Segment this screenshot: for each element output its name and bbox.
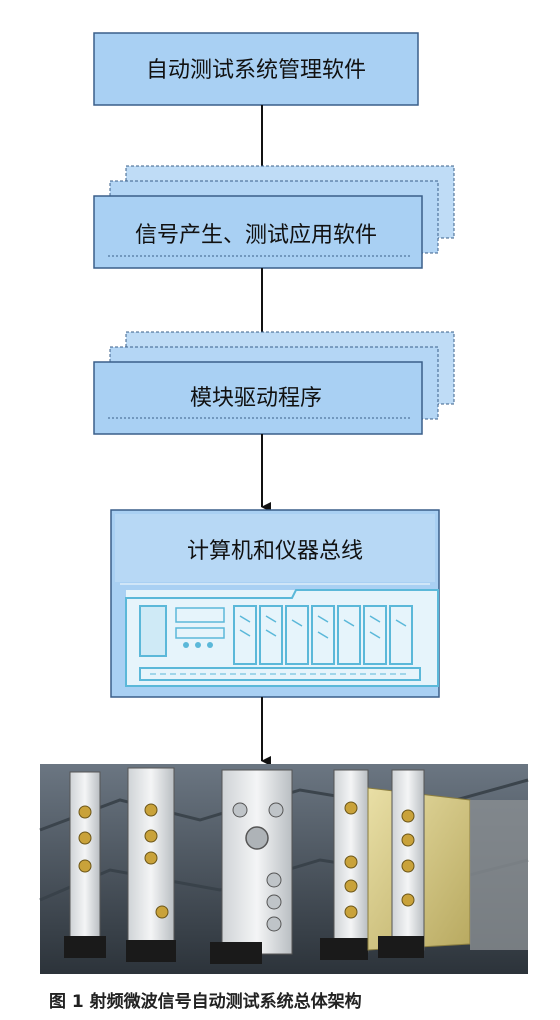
module-driver-box: 模块驱动程序 (93, 331, 455, 435)
application-software-box: 信号产生、测试应用软件 (93, 165, 455, 269)
pxi-module-5 (378, 769, 425, 958)
pxi-module-4 (320, 769, 369, 960)
pxi-module-3 (210, 769, 293, 964)
pxi-module-1 (64, 771, 106, 958)
bus-label: 计算机和仪器总线 (187, 539, 363, 564)
driver-stack-layer-front (93, 361, 423, 435)
management-software-box: 自动测试系统管理软件 (93, 32, 419, 106)
pxi-module-2 (126, 767, 176, 962)
chassis-illustration (125, 589, 439, 687)
pxi-modules-photo (39, 764, 529, 974)
figure-caption: 图 1 射频微波信号自动测试系统总体架构 (49, 991, 362, 1012)
application-software-label: 信号产生、测试应用软件 (135, 223, 377, 248)
bus-box: 计算机和仪器总线 (110, 509, 440, 698)
module-driver-label: 模块驱动程序 (190, 386, 322, 411)
management-software-label: 自动测试系统管理软件 (146, 58, 366, 83)
